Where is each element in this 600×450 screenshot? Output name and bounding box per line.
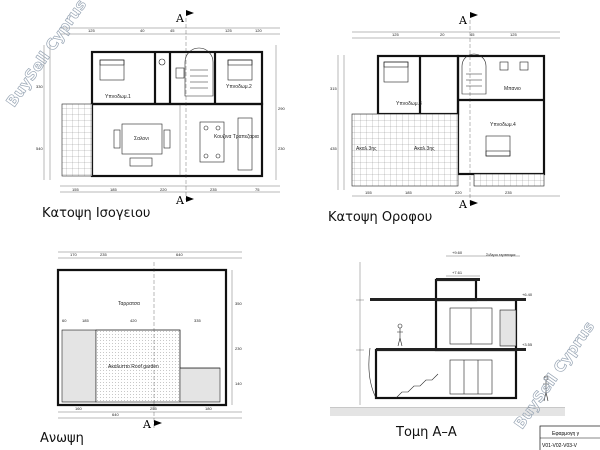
section-level: +9.60 <box>452 250 463 255</box>
uf-room-label: Υπνοδωμ.4 <box>490 122 516 128</box>
uf-bottom-dim: 220 <box>455 190 462 195</box>
gf-right-dim: 230 <box>278 146 285 151</box>
roof-plan: 170 235 640 60 185 420 335 640 160 255 1… <box>40 251 242 446</box>
gf-top-dim: 45 <box>170 28 175 33</box>
section-level: +3.55 <box>522 342 533 347</box>
roof-inner-dim: 185 <box>82 318 89 323</box>
uf-room-label: Υπνοδωμ.3 <box>396 101 422 107</box>
watermark-left: BuySell Cyprus <box>3 0 91 110</box>
uf-top-dim: 45 <box>470 32 475 37</box>
roof-right-dim: 140 <box>235 381 242 386</box>
gf-room-label: Κουζινα Τραπεζαρια <box>214 134 259 140</box>
uf-top-dim: 125 <box>392 32 399 37</box>
section-level: +7.61 <box>452 270 463 275</box>
gf-right-dim: 290 <box>278 106 285 111</box>
roof-bottom-dim: 255 <box>150 406 157 411</box>
section-a-a: +9.60 +7.61 +6.40 +3.55 Σιδερο τερτσαμα … <box>330 250 565 440</box>
gf-left-dim: 330 <box>36 84 43 89</box>
roof-label: Ακαλυπτο Roof garden <box>108 364 159 370</box>
roof-top-dim: 235 <box>100 252 107 257</box>
uf-left-dim: 315 <box>330 86 337 91</box>
gf-top-dim: 120 <box>255 28 262 33</box>
gf-top-dim: 40 <box>140 28 145 33</box>
section-marker-label: A <box>175 194 185 207</box>
roof-inner-dim: 420 <box>130 318 137 323</box>
roof-label: Ταρρατσα <box>118 301 140 307</box>
gf-room-label: Σαλονι <box>134 136 149 142</box>
roof-bottom-dim: 640 <box>112 412 119 417</box>
stamp-line-1: Εφαρμογη γ <box>552 431 580 437</box>
roof-top-dim: 170 <box>70 252 77 257</box>
roof-inner-dim: 60 <box>62 318 67 323</box>
stamp-line-2: V01-V02-V03-V <box>542 443 578 449</box>
gf-bottom-dim: 155 <box>72 187 79 192</box>
gf-bottom-dim: 185 <box>110 187 117 192</box>
title-stamp: Εφαρμογη γ V01-V02-V03-V <box>539 425 600 450</box>
upper-floor-title: Κατοψη Οροφου <box>328 210 432 225</box>
roof-bottom-dim: 180 <box>205 406 212 411</box>
roof-bottom-dim: 160 <box>75 406 82 411</box>
uf-bottom-dim: 155 <box>365 190 372 195</box>
gf-room-label: Υπνοδωμ.2 <box>226 84 252 90</box>
section-level: +6.40 <box>522 292 533 297</box>
roof-title: Ανωψη <box>40 431 84 446</box>
ground-floor-title: Κατοψη Ισογειου <box>42 206 150 221</box>
gf-room-label: Υπνοδωμ.1 <box>105 94 131 100</box>
section-title: Τομη Α–Α <box>395 425 457 440</box>
roof-inner-dim: 335 <box>194 318 201 323</box>
uf-room-label: Μπανιο <box>504 86 521 92</box>
section-note: Σιδερο τερτσαμα <box>486 252 516 257</box>
uf-top-dim: 20 <box>440 32 445 37</box>
uf-room-label: Ακαλ.3ης <box>414 146 435 152</box>
roof-right-dim: 230 <box>235 346 242 351</box>
section-marker-label: A <box>142 418 152 431</box>
uf-bottom-dim: 235 <box>505 190 512 195</box>
section-marker-label: A <box>175 12 185 25</box>
roof-right-dim: 350 <box>235 301 242 306</box>
ground-floor-plan: 125 40 45 125 120 155 185 220 235 75 330… <box>36 10 285 221</box>
gf-top-dim: 125 <box>225 28 232 33</box>
gf-top-dim: 125 <box>88 28 95 33</box>
uf-room-label: Ακαλ.3ης <box>356 146 377 152</box>
uf-left-dim: 435 <box>330 146 337 151</box>
gf-left-dim: 540 <box>36 146 43 151</box>
gf-bottom-dim: 75 <box>255 187 260 192</box>
upper-floor-plan: 125 20 45 125 155 185 220 235 315 435 Υπ… <box>328 12 560 225</box>
section-marker-label: A <box>458 198 468 211</box>
roof-top-dim: 640 <box>176 252 183 257</box>
section-marker-label: A <box>458 14 468 27</box>
uf-top-dim: 125 <box>510 32 517 37</box>
uf-bottom-dim: 185 <box>405 190 412 195</box>
gf-bottom-dim: 220 <box>160 187 167 192</box>
gf-bottom-dim: 235 <box>210 187 217 192</box>
